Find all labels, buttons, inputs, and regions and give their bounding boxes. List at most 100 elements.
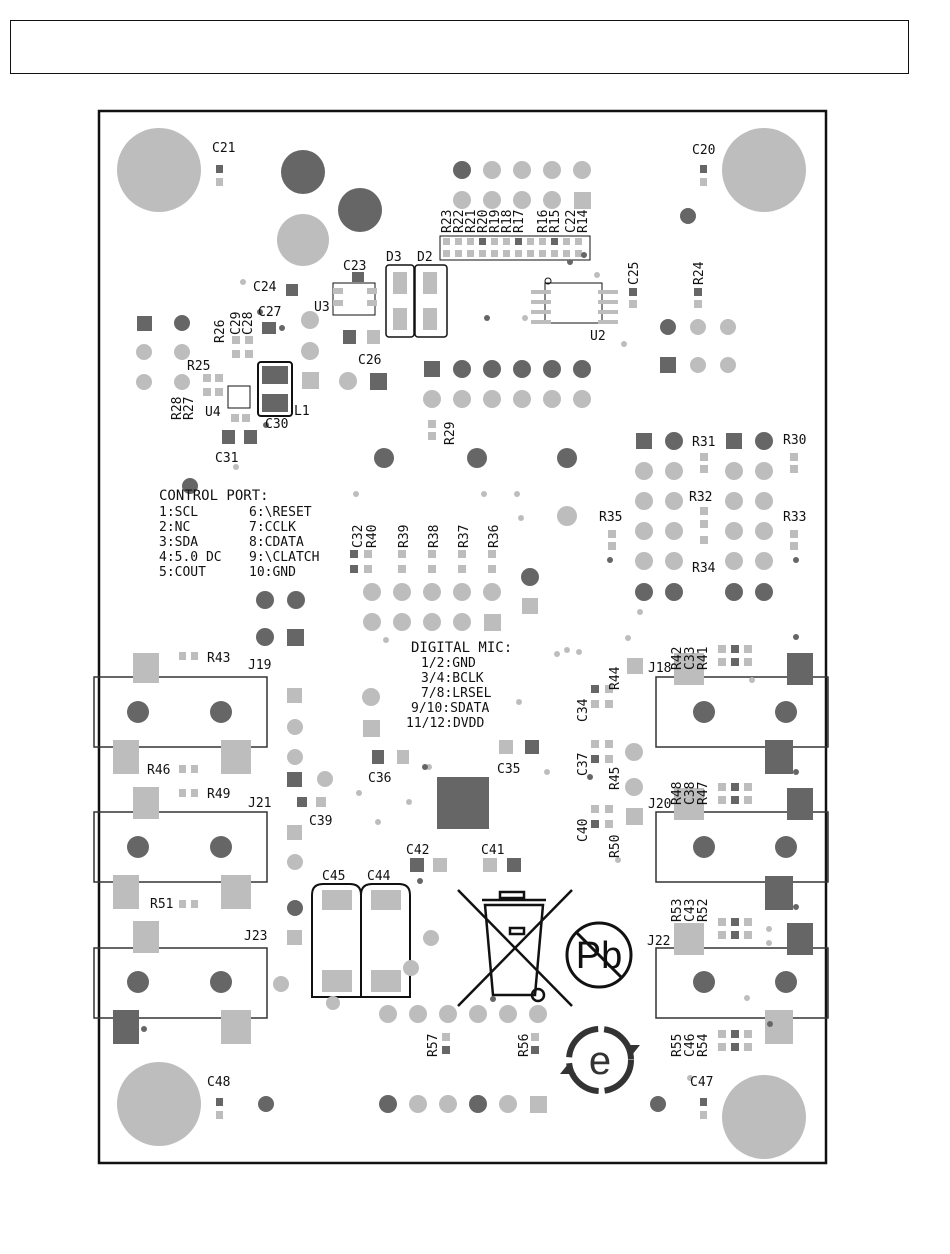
label-c20: C20 <box>692 143 715 158</box>
large-pad <box>277 214 329 266</box>
label-r27: R27 <box>182 397 197 420</box>
control-port-pin: 8:CDATA <box>249 535 304 550</box>
digital-mic-heading: DIGITAL MIC: <box>411 640 512 656</box>
label-r34: R34 <box>692 561 716 576</box>
label-u4: U4 <box>205 405 221 420</box>
label-r24: R24 <box>692 261 707 285</box>
diodes <box>386 265 447 337</box>
label-r35: R35 <box>599 510 622 525</box>
control-port-pin: 6:\RESET <box>249 505 312 520</box>
label-r25: R25 <box>187 359 210 374</box>
label-c42: C42 <box>406 843 429 858</box>
label-c32: C32 <box>351 525 366 548</box>
electrolytic-caps <box>312 884 439 1010</box>
label-r38: R38 <box>427 525 442 548</box>
control-port-heading: CONTROL PORT: <box>159 488 269 504</box>
label-r31: R31 <box>692 435 715 450</box>
label-c30: C30 <box>265 417 288 432</box>
label-c35: C35 <box>497 762 520 777</box>
label-r54: R54 <box>696 1033 711 1057</box>
mounting-hole <box>117 128 201 212</box>
label-r14: R14 <box>576 209 591 233</box>
u2-ic <box>531 278 702 324</box>
label-u3: U3 <box>314 300 330 315</box>
label-j21: J21 <box>248 796 271 811</box>
label-r57: R57 <box>426 1034 441 1057</box>
label-c25: C25 <box>627 262 642 285</box>
label-c26: C26 <box>358 353 381 368</box>
label-c34: C34 <box>576 698 591 722</box>
control-port-pin: 7:CCLK <box>249 520 296 535</box>
header-middle <box>374 360 591 614</box>
label-r41: R41 <box>696 647 711 670</box>
label-l1: L1 <box>294 404 310 419</box>
board-outline <box>99 111 826 1163</box>
label-c44: C44 <box>367 869 391 884</box>
control-port-pin: 1:SCL <box>159 505 198 520</box>
label-j18: J18 <box>648 661 671 676</box>
label-j22: J22 <box>647 934 670 949</box>
label-r47: R47 <box>696 782 711 805</box>
u3-regulator <box>286 272 380 344</box>
digital-mic-pin: 1/2:GND <box>421 656 476 671</box>
control-port-pin: 3:SDA <box>159 535 198 550</box>
label-c47: C47 <box>690 1075 713 1090</box>
label-r51: R51 <box>150 897 173 912</box>
weee-bin-icon <box>458 890 572 1006</box>
label-c37: C37 <box>576 753 591 776</box>
label-d3: D3 <box>386 250 402 265</box>
mounting-hole <box>117 1062 201 1146</box>
label-c45: C45 <box>322 869 345 884</box>
label-r15: R15 <box>548 210 563 233</box>
control-port-pin: 10:GND <box>249 565 296 580</box>
label-j20: J20 <box>648 797 671 812</box>
label-c48: C48 <box>207 1075 230 1090</box>
audio-jacks-left <box>94 652 267 1044</box>
label-j23: J23 <box>244 929 267 944</box>
label-c39: C39 <box>309 814 332 829</box>
label-c41: C41 <box>481 843 504 858</box>
digital-mic-legend: DIGITAL MIC: 1/2:GND 3/4:BCLK 7/8:LRSEL … <box>406 640 512 731</box>
resistor-array <box>440 236 590 260</box>
label-c23: C23 <box>343 259 366 274</box>
large-pad <box>281 150 325 194</box>
label-r36: R36 <box>487 525 502 548</box>
codec-ic <box>437 777 489 829</box>
label-r39: R39 <box>397 525 412 548</box>
label-r46: R46 <box>147 763 170 778</box>
label-c21: C21 <box>212 141 235 156</box>
label-r30: R30 <box>783 433 806 448</box>
label-r52: R52 <box>696 899 711 922</box>
label-r29: R29 <box>443 422 458 445</box>
label-c27: C27 <box>258 305 281 320</box>
label-c28: C28 <box>241 312 256 335</box>
label-c40: C40 <box>576 819 591 842</box>
digital-mic-pin: 11/12:DVDD <box>406 716 484 731</box>
digital-mic-pin: 3/4:BCLK <box>421 671 484 686</box>
control-port-pin: 4:5.0 DC <box>159 550 222 565</box>
label-r43: R43 <box>207 651 230 666</box>
label-c36: C36 <box>368 771 391 786</box>
label-r26: R26 <box>213 320 228 343</box>
control-port-pin: 5:COUT <box>159 565 206 580</box>
label-r40: R40 <box>365 525 380 548</box>
label-r33: R33 <box>783 510 806 525</box>
control-port-legend: CONTROL PORT: 1:SCL 2:NC 3:SDA 4:5.0 DC … <box>159 488 319 580</box>
header-top-resistors <box>453 161 591 209</box>
label-r45: R45 <box>608 767 623 790</box>
pb-text: Pb <box>576 935 622 977</box>
mounting-hole <box>722 1075 806 1159</box>
digital-mic-pin: 7/8:LRSEL <box>421 686 492 701</box>
label-r37: R37 <box>457 525 472 548</box>
label-r32: R32 <box>689 490 712 505</box>
label-r56: R56 <box>517 1034 532 1057</box>
label-c31: C31 <box>215 451 238 466</box>
label-d2: D2 <box>417 250 433 265</box>
label-r44: R44 <box>608 666 623 690</box>
mounting-hole <box>722 128 806 212</box>
label-j19: J19 <box>248 658 271 673</box>
e-logo-text: e <box>589 1039 611 1083</box>
large-pad <box>338 188 382 232</box>
digital-mic-pin: 9/10:SDATA <box>411 701 489 716</box>
